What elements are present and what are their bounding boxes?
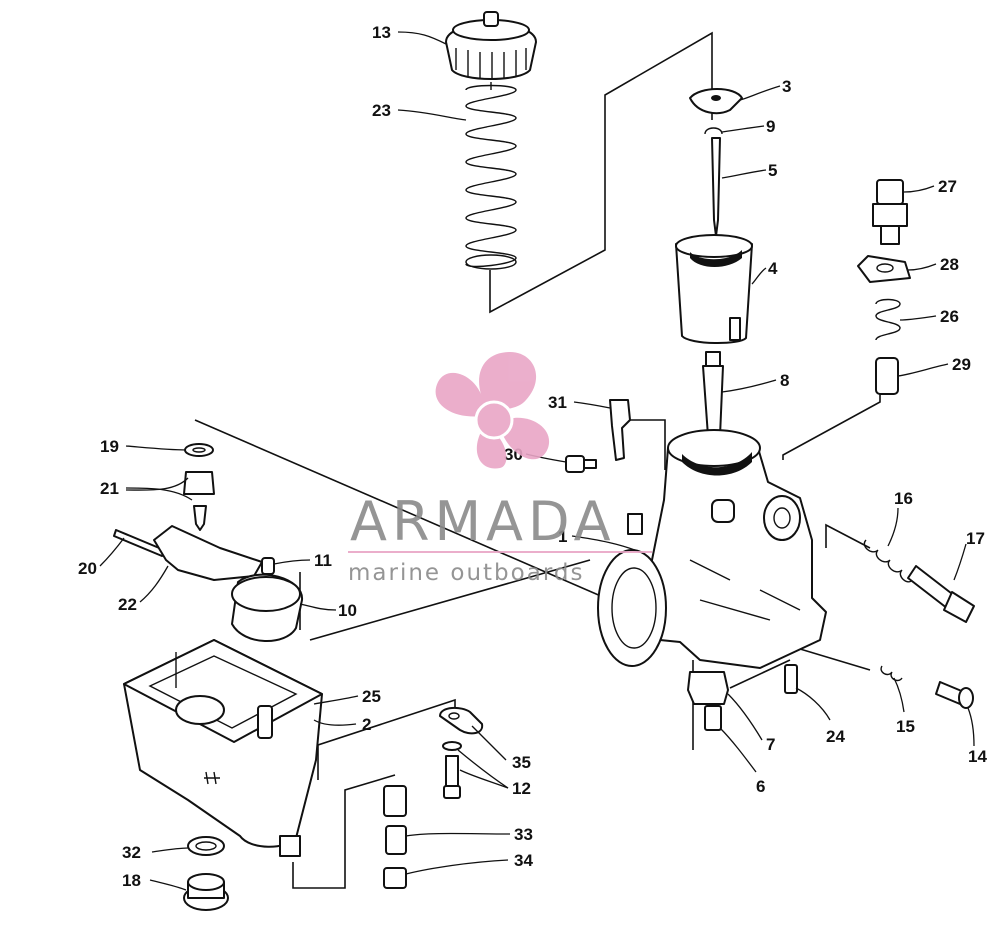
callout-18: 18 — [122, 871, 141, 890]
part-21-needle-valve-set — [183, 471, 215, 531]
part-12-screw-set — [442, 741, 462, 799]
callout-15: 15 — [896, 717, 915, 736]
part-35-mounting-plate — [439, 706, 484, 735]
callout-32: 32 — [122, 843, 141, 862]
callout-8: 8 — [780, 371, 789, 390]
part-20-float-pin — [113, 529, 165, 557]
part-11-float-needle — [261, 557, 275, 575]
callout-12: 12 — [512, 779, 531, 798]
callout-23: 23 — [372, 101, 391, 120]
callout-10: 10 — [338, 601, 357, 620]
part-14-idle-screw — [935, 681, 974, 709]
part-34-plug — [383, 867, 407, 889]
callout-26: 26 — [940, 307, 959, 326]
callout-1: 1 — [558, 527, 567, 546]
part-17-air-screw — [907, 565, 975, 623]
part-33-jet-sleeve — [383, 785, 407, 855]
callout-4: 4 — [768, 259, 778, 278]
callout-21: 21 — [100, 479, 119, 498]
leader-lines — [99, 31, 975, 891]
part-1-carburetor-body — [597, 429, 827, 669]
callout-3: 3 — [782, 77, 791, 96]
callout-28: 28 — [940, 255, 959, 274]
part-4-throttle-slide — [675, 234, 753, 345]
callout-14: 14 — [968, 747, 987, 766]
callout-7: 7 — [766, 735, 775, 754]
armada-watermark: ARMADA marine outboards — [348, 352, 652, 586]
callout-24: 24 — [826, 727, 845, 746]
callout-11: 11 — [314, 551, 332, 570]
callout-22: 22 — [118, 595, 137, 614]
part-10-float — [231, 573, 304, 642]
part-6-main-jet — [704, 705, 722, 731]
part-23-slide-spring — [465, 82, 517, 270]
part-18-drain-plug — [183, 873, 229, 911]
callout-17: 17 — [966, 529, 985, 548]
part-7-jet-nut — [687, 671, 729, 705]
part-13-carb-cap — [445, 11, 537, 80]
part-24-pilot-jet — [784, 664, 798, 694]
part-26-starter-spring — [875, 298, 901, 341]
watermark-tagline: marine outboards — [348, 560, 584, 586]
callout-5: 5 — [768, 161, 777, 180]
callout-13: 13 — [372, 23, 391, 42]
callout-31: 31 — [548, 393, 567, 412]
callout-16: 16 — [894, 489, 913, 508]
callout-19: 19 — [100, 437, 119, 456]
callout-20: 20 — [78, 559, 97, 578]
watermark-brand: ARMADA — [350, 490, 616, 553]
part-27-cable-adjuster — [872, 179, 908, 245]
part-8-needle-jet — [702, 351, 724, 442]
part-30-screw — [565, 455, 597, 473]
part-28-adjuster-plate — [857, 255, 911, 283]
part-16-pilot-spring — [863, 539, 913, 583]
part-31-bracket — [609, 399, 631, 461]
callout-labels: 13 23 3 9 5 4 27 28 26 29 8 31 30 19 21 … — [78, 23, 987, 890]
callout-6: 6 — [756, 777, 765, 796]
part-32-o-ring — [187, 836, 225, 856]
part-29-starter-plunger — [875, 357, 899, 395]
callout-25: 25 — [362, 687, 381, 706]
callout-2: 2 — [362, 715, 371, 734]
callout-35: 35 — [512, 753, 531, 772]
callout-29: 29 — [952, 355, 971, 374]
callout-27: 27 — [938, 177, 957, 196]
part-3-needle-retainer — [689, 88, 743, 115]
propeller-logo-icon — [435, 352, 550, 469]
callout-9: 9 — [766, 117, 775, 136]
part-9-e-clip — [704, 127, 723, 135]
part-19-washer — [184, 443, 214, 457]
callout-33: 33 — [514, 825, 533, 844]
callout-34: 34 — [514, 851, 533, 870]
part-22-float-arm — [153, 525, 263, 581]
part-2-float-bowl — [123, 639, 323, 857]
part-15-idle-spring — [880, 665, 903, 682]
part-5-jet-needle — [711, 137, 721, 237]
